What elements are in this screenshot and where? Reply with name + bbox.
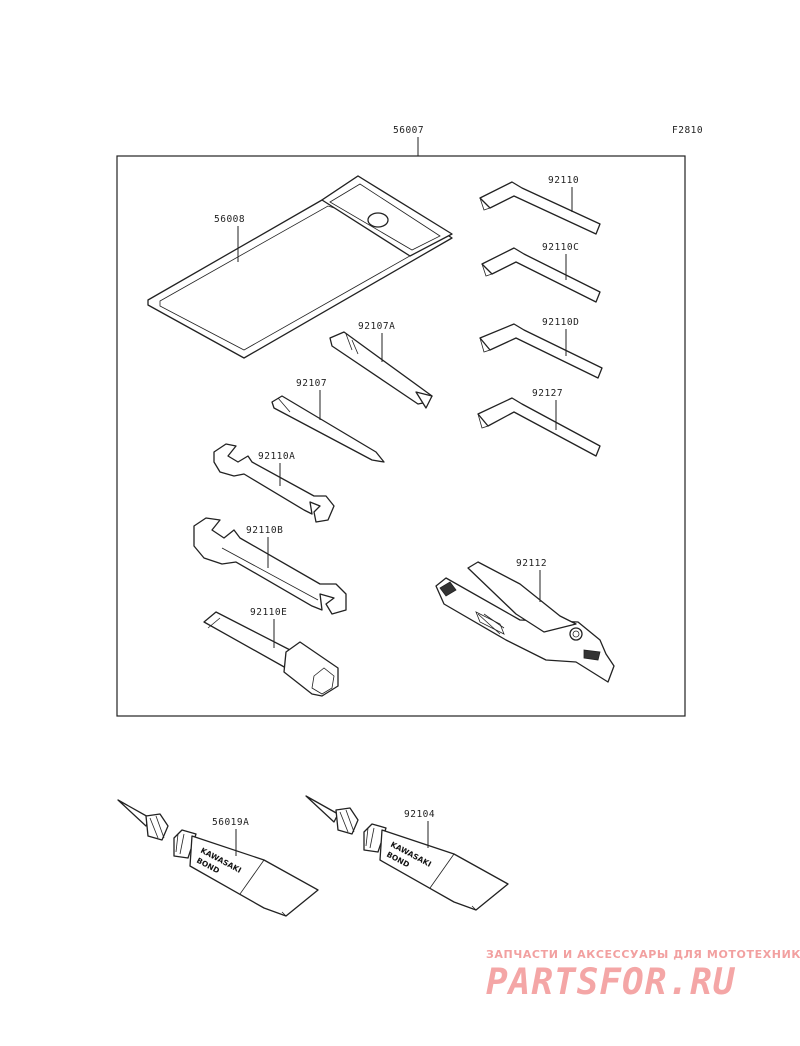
hex-wrench-92110c — [481, 247, 601, 303]
hex-wrench-92110 — [479, 181, 601, 235]
hex-wrench-92127 — [477, 397, 601, 457]
pliers — [435, 561, 615, 683]
hex-wrench-92110d — [479, 323, 603, 379]
bond-tube-92104: KAWASAKI BOND — [305, 795, 509, 911]
label-92110a[interactable]: 92110A — [258, 451, 295, 462]
screwdriver — [271, 395, 385, 463]
label-92104[interactable]: 92104 — [404, 809, 435, 820]
label-92110b[interactable]: 92110B — [246, 525, 283, 536]
label-56008[interactable]: 56008 — [214, 214, 245, 225]
figure-code: F2810 — [672, 125, 703, 136]
label-92127[interactable]: 92127 — [532, 388, 563, 399]
label-92110e[interactable]: 92110E — [250, 607, 287, 618]
label-92110d[interactable]: 92110D — [542, 317, 579, 328]
label-56007[interactable]: 56007 — [393, 125, 424, 136]
label-56019a[interactable]: 56019A — [212, 817, 249, 828]
bond-tube-56019a: KAWASAKI BOND — [117, 799, 319, 917]
toolkit-frame — [116, 155, 686, 717]
label-92107a[interactable]: 92107A — [358, 321, 395, 332]
label-92107[interactable]: 92107 — [296, 378, 327, 389]
plug-wrench — [203, 611, 339, 697]
tool-bag — [147, 175, 453, 359]
open-end-wrench-b — [193, 517, 347, 615]
screwdriver-grip — [329, 331, 433, 409]
label-92112[interactable]: 92112 — [516, 558, 547, 569]
label-92110c[interactable]: 92110C — [542, 242, 579, 253]
watermark-tagline: ЗАПЧАСТИ И АКСЕССУАРЫ ДЛЯ МОТОТЕХНИКИ — [486, 948, 800, 961]
label-92110[interactable]: 92110 — [548, 175, 579, 186]
watermark-logo: PARTSFOR.RU — [486, 962, 736, 1003]
open-end-wrench-a — [213, 443, 335, 523]
